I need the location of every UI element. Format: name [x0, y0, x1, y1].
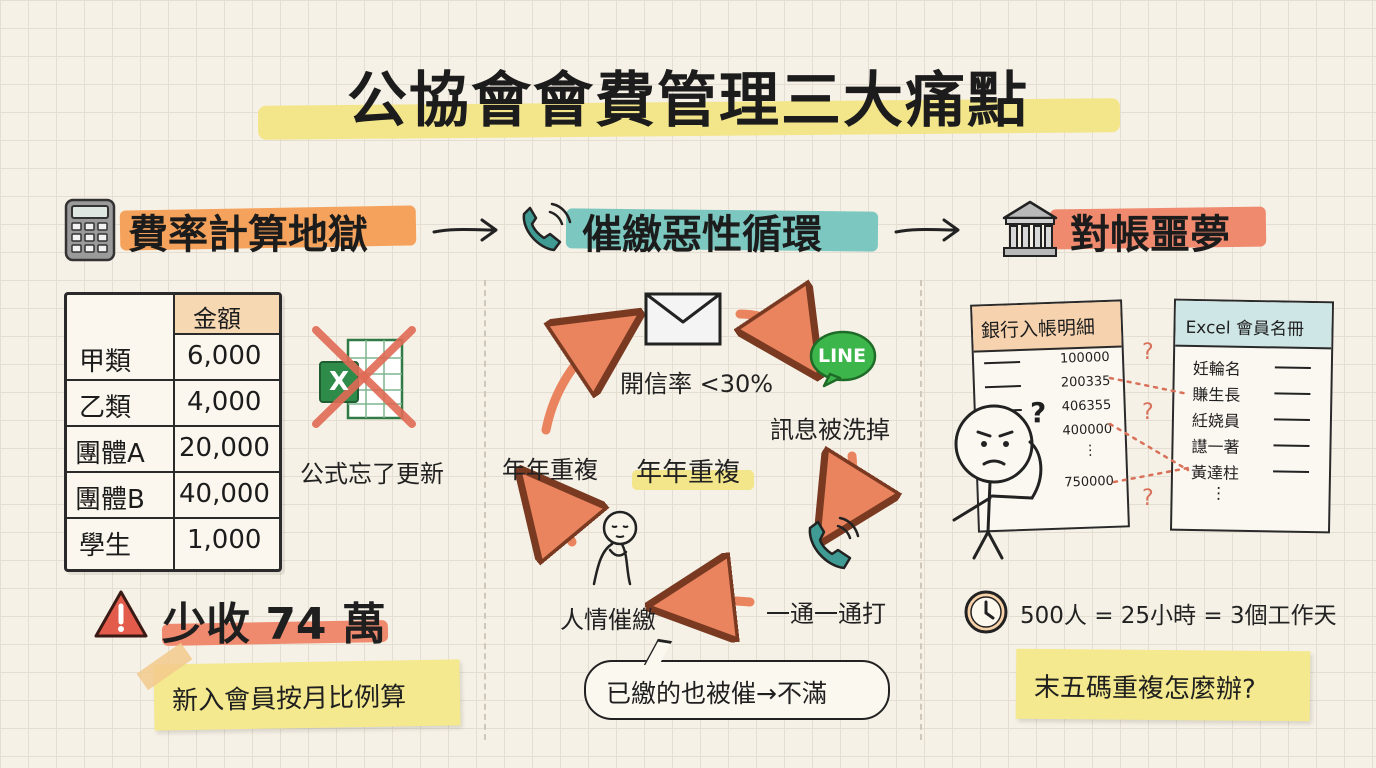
fee-row-label: 團體B — [75, 485, 145, 515]
fee-table-header: 金額 — [193, 305, 241, 333]
bank-amount: 100000 — [1059, 349, 1110, 367]
excel-letter: X — [329, 367, 350, 397]
fee-table-row-line — [67, 517, 279, 519]
member-name: ⋮ — [1210, 483, 1227, 503]
question-mark: ? — [1142, 400, 1154, 425]
question-mark: ? — [1142, 486, 1154, 511]
washed-out: 訊息被洗掉 — [770, 416, 890, 444]
bowing-person-icon — [582, 506, 652, 590]
member-name: 紝娆員 — [1191, 410, 1241, 431]
fee-table-row-line — [67, 425, 279, 427]
repeat-left: 年年重複 — [502, 456, 598, 484]
duplicate-sticky: 末五碼重複怎麼辦? — [1015, 648, 1311, 722]
proration-sticky: 新入會員按月比例算 — [136, 642, 461, 731]
doc-line — [1274, 366, 1311, 370]
section-1-header: 費率計算地獄 — [128, 212, 368, 258]
page-title: 公協會會費管理三大痛點 — [347, 66, 1029, 136]
proration-note: 新入會員按月比例算 — [171, 682, 407, 717]
fee-table-header-cell — [175, 295, 279, 335]
doc-line — [984, 384, 1021, 389]
fee-row-label: 甲類 — [79, 347, 132, 377]
fee-table-row-line — [67, 471, 279, 473]
open-rate: 開信率 <30% — [620, 370, 774, 398]
cycle-arrows — [484, 280, 920, 620]
repeat-center: 年年重複 — [636, 458, 741, 488]
right-arrow-icon — [892, 210, 966, 254]
bank-icon — [1000, 198, 1060, 264]
member-roster-title: Excel 會員名冊 — [1185, 317, 1305, 340]
fee-row-label: 學生 — [79, 531, 132, 561]
call-one-by-one: 一通一通打 — [766, 600, 886, 628]
fee-table: 金額 甲類 6,000 乙類 4,000 團體A 20,000 團體B 40,0… — [64, 292, 282, 572]
section-3-header: 對帳噩夢 — [1070, 212, 1230, 258]
confused-person-icon — [946, 392, 1056, 566]
fee-row-amount: 20,000 — [179, 433, 270, 463]
calculator-icon — [62, 198, 118, 266]
fee-row-amount: 1,000 — [187, 525, 262, 555]
question-mark: ? — [1142, 340, 1154, 365]
complaint-text: 已繳的也被催→不滿 — [606, 679, 827, 708]
loss-text: 少收 74 萬 — [162, 599, 386, 650]
human-relations: 人情催繳 — [560, 606, 656, 634]
line-badge-label: LINE — [818, 345, 867, 367]
doc-line — [1273, 418, 1310, 422]
bank-amount: ⋮ — [1082, 442, 1098, 459]
right-arrow-icon — [430, 210, 504, 254]
warning-icon — [92, 588, 150, 644]
member-name: 賺生長 — [1192, 384, 1241, 405]
column-divider — [920, 280, 922, 740]
excel-icon: X — [310, 324, 420, 432]
duplicate-question: 末五碼重複怎麼辦? — [1033, 672, 1256, 705]
fee-row-label: 團體A — [75, 439, 145, 469]
line-badge: LINE — [808, 328, 878, 388]
time-cost: 500人 = 25小時 = 3個工作天 — [1020, 603, 1337, 629]
repeat-highlight — [632, 470, 754, 490]
doc-line — [1273, 470, 1310, 474]
member-roster: Excel 會員名冊 妊輪名 賺生長 紝娆員 譿一著 黃達柱 ⋮ — [1169, 298, 1335, 534]
match-connectors — [1108, 376, 1190, 484]
fee-row-label: 乙類 — [79, 393, 132, 423]
fee-row-amount: 40,000 — [179, 479, 270, 509]
doc-line — [1273, 444, 1310, 448]
complaint-bubble: 已繳的也被催→不滿 — [584, 638, 890, 720]
clock-icon — [962, 588, 1010, 640]
section-2-header: 催繳惡性循環 — [582, 212, 822, 258]
column-divider — [484, 280, 486, 740]
fee-row-amount: 4,000 — [187, 387, 262, 417]
doc-line — [1274, 392, 1311, 396]
fee-row-amount: 6,000 — [187, 341, 262, 371]
member-name: 妊輪名 — [1192, 358, 1241, 379]
member-name: 黃達柱 — [1190, 462, 1240, 483]
phone-icon — [514, 200, 576, 264]
fee-table-col-line — [173, 295, 175, 569]
bank-statement-title: 銀行入帳明細 — [980, 316, 1096, 343]
excel-caption: 公式忘了更新 — [300, 460, 444, 488]
phone-icon — [800, 512, 864, 582]
member-name: 譿一著 — [1191, 436, 1240, 457]
doc-line — [984, 361, 1021, 365]
question-mark: ? — [1030, 396, 1047, 429]
fee-table-row-line — [67, 379, 279, 381]
bubble-tail — [643, 638, 673, 668]
envelope-icon — [642, 290, 724, 352]
